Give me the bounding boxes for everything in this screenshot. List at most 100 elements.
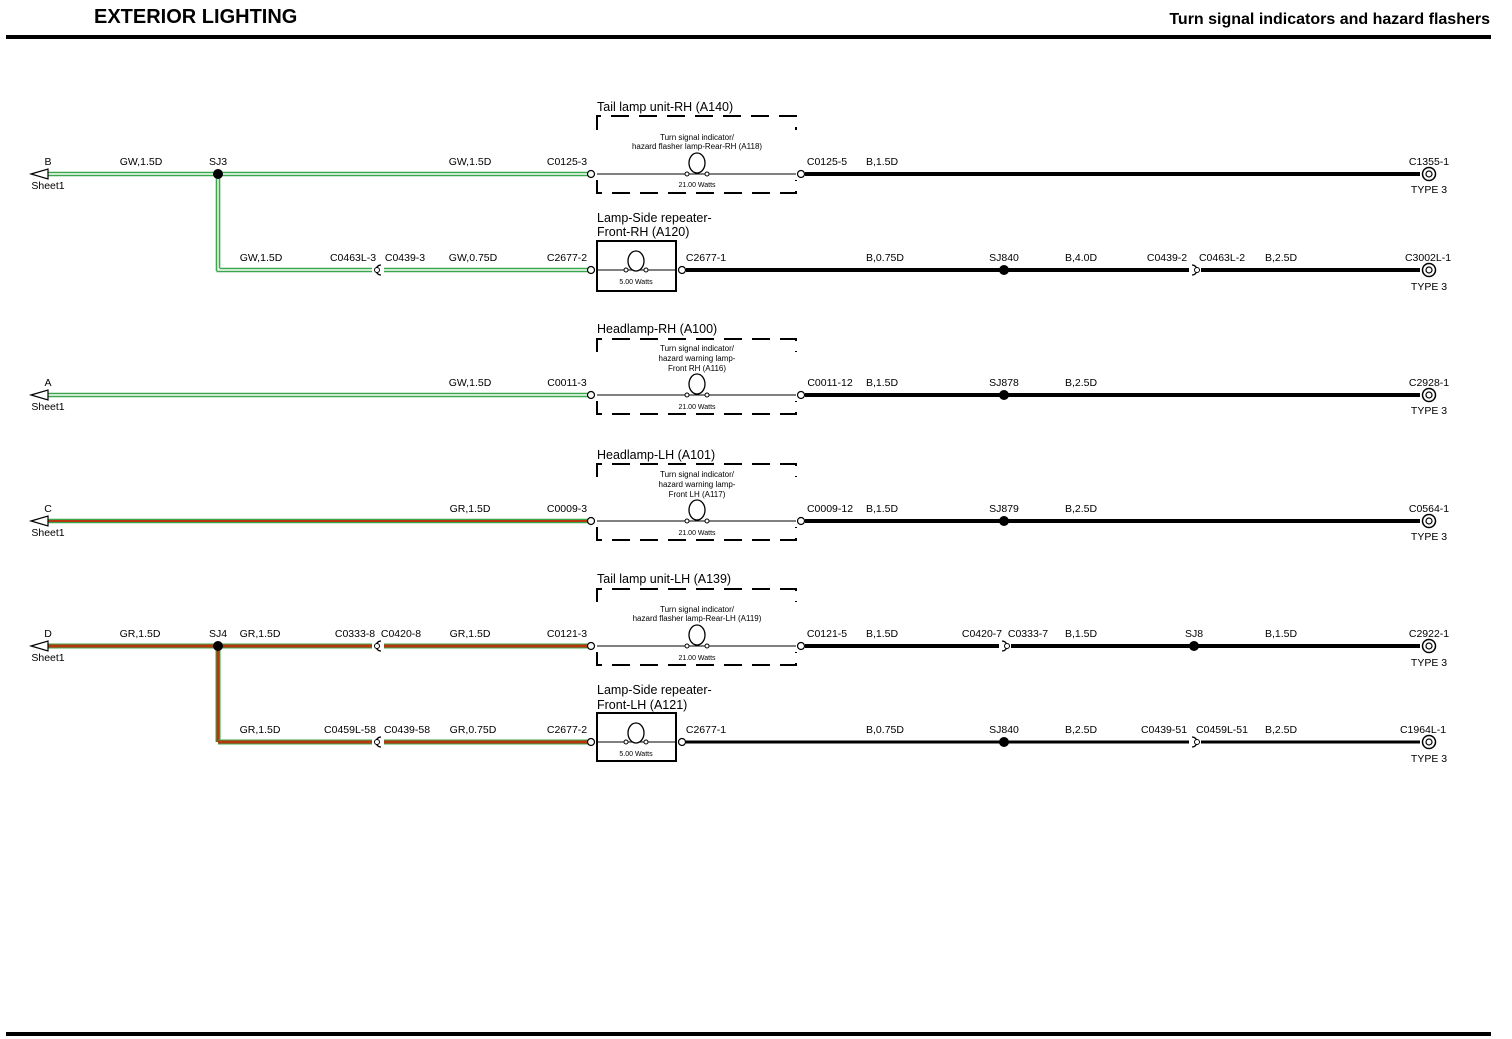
sheet-arrow-icon[interactable] (28, 515, 49, 527)
connector-icon[interactable] (796, 169, 806, 179)
sheet-ref: B (44, 156, 51, 168)
splice-label: SJ879 (989, 503, 1019, 515)
lamp-label: Front LH (A117) (669, 490, 726, 499)
wire-label: B,2.5D (1065, 377, 1098, 389)
splice-label: SJ8 (1185, 628, 1203, 640)
sheet-name: Sheet1 (31, 401, 64, 413)
connector-label: C0125-3 (547, 156, 587, 168)
splice-dot (999, 737, 1009, 747)
connector-icon[interactable] (586, 641, 596, 651)
connector-label: C2677-2 (547, 252, 587, 264)
connector-icon[interactable] (586, 390, 596, 400)
connector-label: C0459L-51 (1196, 724, 1248, 736)
splice-label: SJ840 (989, 724, 1019, 736)
wire-label: B,1.5D (1065, 628, 1098, 640)
ground-type: TYPE 3 (1411, 753, 1447, 765)
ground-connector-label: C2922-1 (1409, 628, 1449, 640)
connector-icon[interactable] (586, 737, 596, 747)
component-title: Lamp-Side repeater- (597, 683, 712, 697)
connector-icon[interactable] (796, 516, 806, 526)
component-outline (596, 338, 797, 352)
connector-label: C0011-12 (807, 377, 852, 389)
connector-label: C0439-2 (1147, 252, 1187, 264)
ground-type: TYPE 3 (1411, 281, 1447, 293)
lamp-bulb-icon (688, 499, 706, 521)
wire-label: GW,1.5D (449, 377, 492, 389)
circuit-row-5: GR,1.5D C0459L-58 C0439-58 GR,0.75D C267… (218, 683, 1447, 765)
lamp-bulb-icon (688, 624, 706, 646)
wire-label: GW,1.5D (449, 156, 492, 168)
lamp-label: hazard flasher lamp-Rear-RH (A118) (632, 142, 762, 151)
connector-label: C0009-3 (547, 503, 587, 515)
lamp-label: Turn signal indicator/ (660, 344, 735, 353)
component-title: Headlamp-LH (A101) (597, 448, 715, 462)
connector-icon[interactable] (586, 516, 596, 526)
connector-label: C2677-2 (547, 724, 587, 736)
page-title: Turn signal indicators and hazard flashe… (1169, 11, 1490, 28)
wire-label: B,1.5D (866, 156, 899, 168)
connector-label: C0463L-3 (330, 252, 376, 264)
connector-label: C0420-7 (962, 628, 1002, 640)
component-title: Tail lamp unit-LH (A139) (597, 572, 731, 586)
lamp-label: hazard warning lamp- (659, 354, 736, 363)
sheet-arrow-icon[interactable] (28, 168, 49, 180)
wire-label: B,4.0D (1065, 252, 1098, 264)
splice-label: SJ4 (209, 628, 227, 640)
lamp-label: hazard warning lamp- (659, 480, 736, 489)
wire-label: B,2.5D (1065, 503, 1098, 515)
splice-dot (1189, 641, 1199, 651)
wire-label: B,2.5D (1265, 724, 1298, 736)
ground-connector-label: C1964L-1 (1400, 724, 1446, 736)
ground-type: TYPE 3 (1411, 657, 1447, 669)
wire-label: GR,0.75D (450, 724, 497, 736)
connector-label: C0121-5 (807, 628, 847, 640)
connector-label: C0420-8 (381, 628, 421, 640)
lamp-label: Turn signal indicator/ (660, 133, 735, 142)
wire-label: B,2.5D (1065, 724, 1098, 736)
ground-type: TYPE 3 (1411, 184, 1447, 196)
circuit-row-0: B Sheet1 GW,1.5D SJ3 GW,1.5D C0125-3 Tai… (28, 100, 1449, 271)
connector-label: C0333-8 (335, 628, 375, 640)
header-rule (6, 35, 1491, 39)
wattage: 21.00 Watts (678, 182, 716, 189)
connector-icon[interactable] (586, 265, 596, 275)
section-title: EXTERIOR LIGHTING (94, 6, 297, 28)
wire-label: B,1.5D (1265, 628, 1298, 640)
sheet-arrow-icon[interactable] (28, 640, 49, 652)
wire-label: B,2.5D (1265, 252, 1298, 264)
wattage: 5.00 Watts (619, 279, 653, 286)
connector-icon[interactable] (677, 737, 687, 747)
wire-label: GR,1.5D (240, 628, 281, 640)
sheet-arrow-icon[interactable] (28, 389, 49, 401)
splice-dot (999, 516, 1009, 526)
connector-icon[interactable] (796, 641, 806, 651)
sheet-name: Sheet1 (31, 180, 64, 192)
wire-label: GW,0.75D (449, 252, 498, 264)
lamp-bulb-icon (688, 152, 706, 174)
splice-dot (213, 169, 223, 179)
splice-dot (999, 265, 1009, 275)
connector-label: C2677-1 (686, 252, 726, 264)
component-outline (596, 463, 797, 477)
connector-icon[interactable] (586, 169, 596, 179)
wire-label: B,1.5D (866, 503, 899, 515)
ground-connector-label: C2928-1 (1409, 377, 1449, 389)
wattage: 5.00 Watts (619, 751, 653, 758)
wattage: 21.00 Watts (678, 655, 716, 662)
connector-icon[interactable] (796, 390, 806, 400)
ground-type: TYPE 3 (1411, 531, 1447, 543)
connector-label: C0121-3 (547, 628, 587, 640)
wire-label: B,1.5D (866, 377, 899, 389)
wattage: 21.00 Watts (678, 530, 716, 537)
wire-label: GW,1.5D (240, 252, 283, 264)
lamp-bulb-icon (688, 373, 706, 395)
ground-connector-label: C3002L-1 (1405, 252, 1451, 264)
connector-icon[interactable] (677, 265, 687, 275)
component-title: Lamp-Side repeater- (597, 211, 712, 225)
connector-label: C0439-3 (385, 252, 425, 264)
lamp-label: Turn signal indicator/ (660, 470, 735, 479)
lamp-label: Turn signal indicator/ (660, 605, 735, 614)
component-title: Tail lamp unit-RH (A140) (597, 100, 733, 114)
sheet-ref: A (44, 377, 51, 389)
